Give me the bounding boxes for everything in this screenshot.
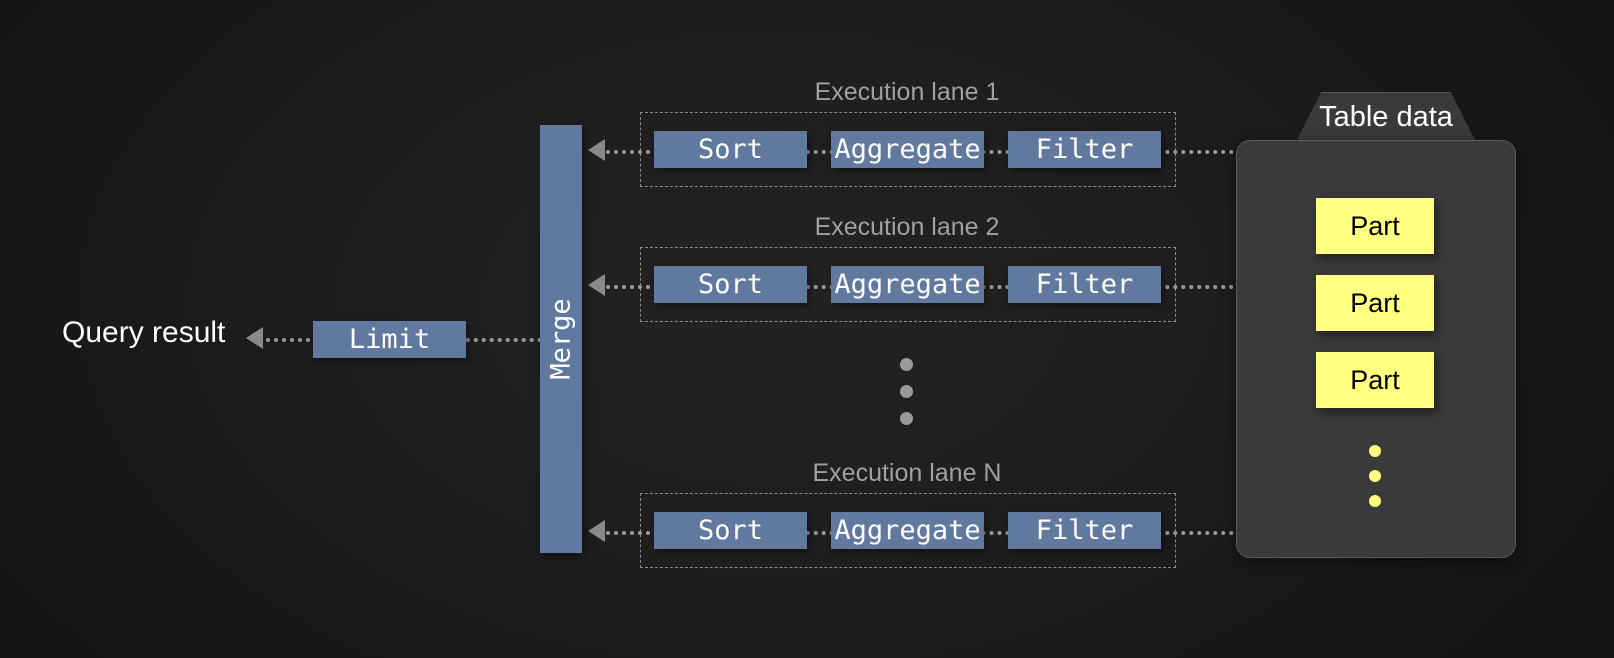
merge-label: Merge xyxy=(545,298,577,380)
arrow-to-query-result-icon xyxy=(246,327,263,349)
lane-1-operator-filter[interactable]: Filter xyxy=(1008,131,1161,168)
operator-limit[interactable]: Limit xyxy=(313,321,466,358)
ellipsis-dot xyxy=(900,412,913,425)
ellipsis-dot xyxy=(900,358,913,371)
lane-label-n: Execution lane N xyxy=(812,459,1002,487)
arrow-lane-2-to-merge-icon xyxy=(588,274,605,296)
lane-boundary-2 xyxy=(640,247,1176,322)
table-data-label: Table data xyxy=(1319,100,1453,133)
table-data-container[interactable]: Table data Part Part Part xyxy=(1236,92,1516,558)
merge-node[interactable]: Merge xyxy=(540,125,582,553)
table-data-tab-shape xyxy=(1296,92,1476,142)
lane-n-operator-filter[interactable]: Filter xyxy=(1008,512,1161,549)
lane-n-operator-sort[interactable]: Sort xyxy=(654,512,807,549)
lane-n-operator-aggregate[interactable]: Aggregate xyxy=(831,512,984,549)
lane-1-operator-aggregate[interactable]: Aggregate xyxy=(831,131,984,168)
lane-2-operator-aggregate[interactable]: Aggregate xyxy=(831,266,984,303)
query-result-label: Query result xyxy=(62,316,226,349)
lane-1-operator-sort[interactable]: Sort xyxy=(654,131,807,168)
lane-label-1: Execution lane 1 xyxy=(814,78,1000,106)
ellipsis-dot xyxy=(900,385,913,398)
lane-boundary-n xyxy=(640,493,1176,568)
lane-boundary-1 xyxy=(640,112,1176,187)
arrow-lane-1-to-merge-icon xyxy=(588,139,605,161)
table-data-body xyxy=(1236,140,1516,558)
lane-2-operator-filter[interactable]: Filter xyxy=(1008,266,1161,303)
lane-2-operator-sort[interactable]: Sort xyxy=(654,266,807,303)
table-data-ellipsis xyxy=(1369,445,1381,520)
lane-ellipsis xyxy=(900,358,913,439)
part-box-2[interactable]: Part xyxy=(1316,275,1434,331)
ellipsis-dot xyxy=(1369,470,1381,482)
ellipsis-dot xyxy=(1369,495,1381,507)
ellipsis-dot xyxy=(1369,445,1381,457)
part-box-3[interactable]: Part xyxy=(1316,352,1434,408)
part-box-1[interactable]: Part xyxy=(1316,198,1434,254)
arrow-lane-n-to-merge-icon xyxy=(588,520,605,542)
lane-label-2: Execution lane 2 xyxy=(814,213,1000,241)
